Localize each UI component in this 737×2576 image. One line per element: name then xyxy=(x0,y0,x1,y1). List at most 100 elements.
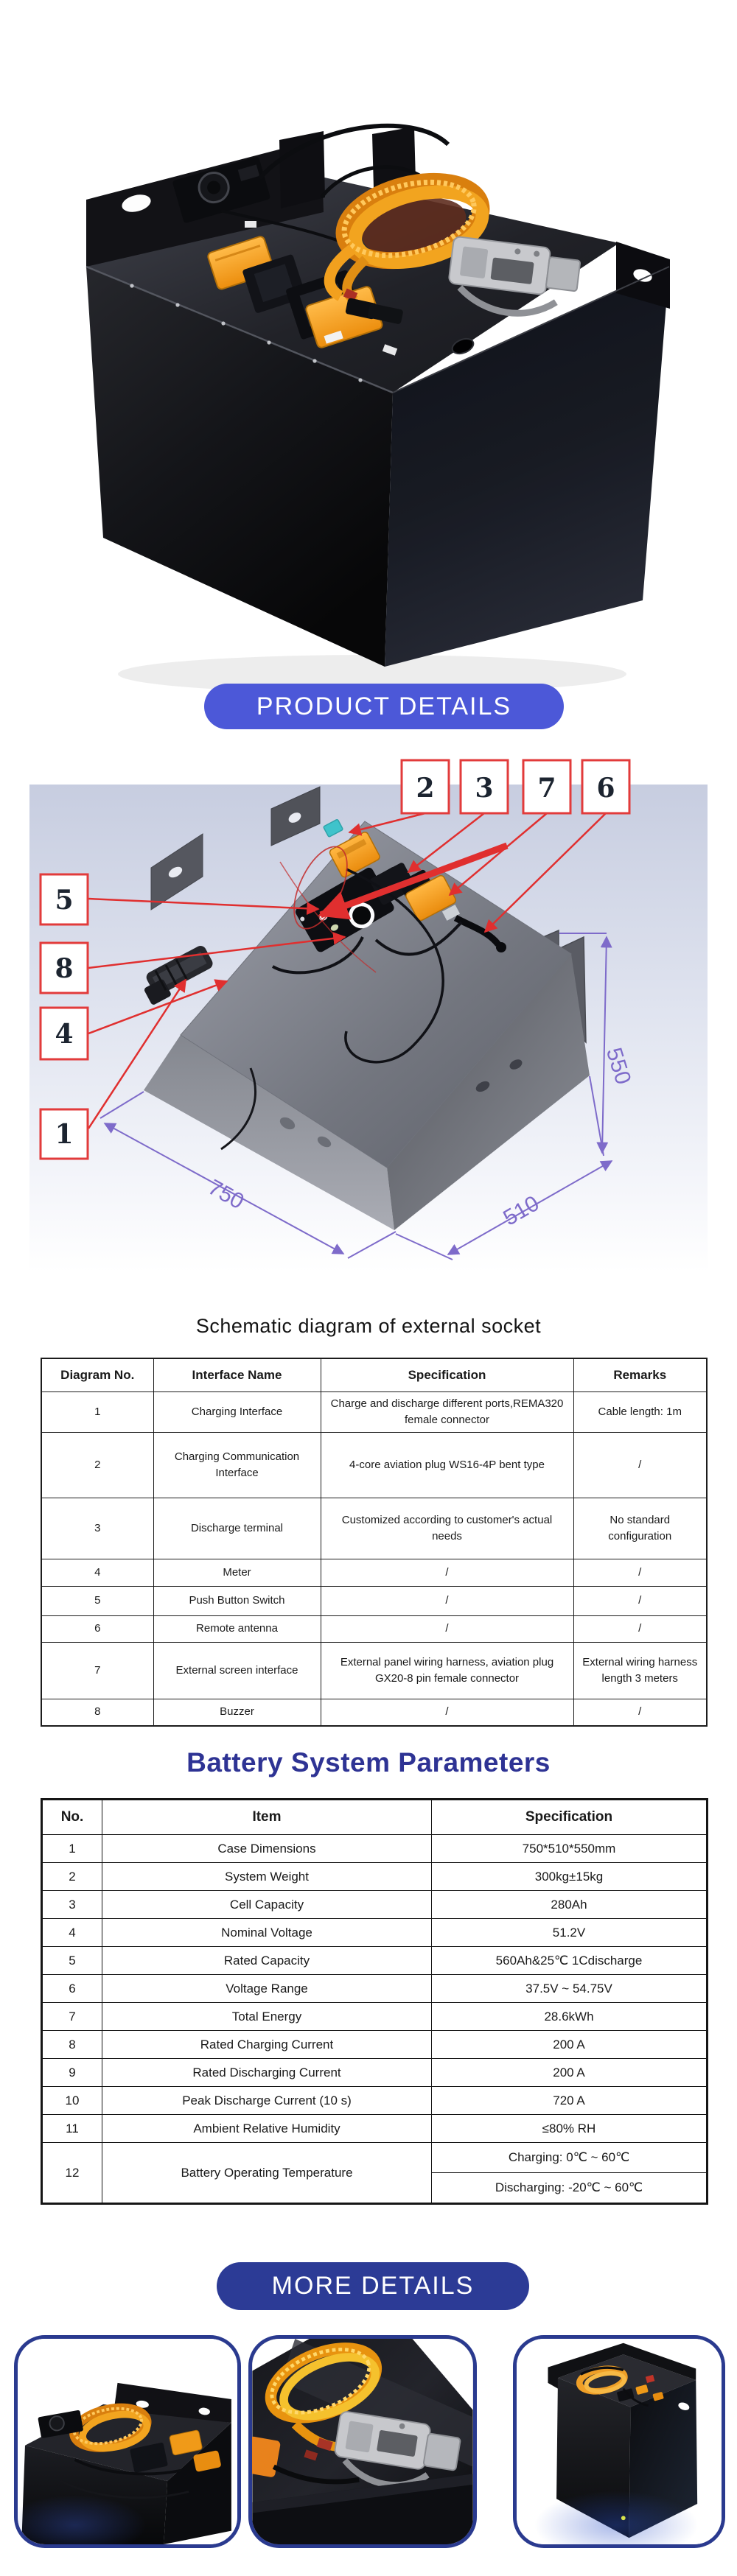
table-cell: / xyxy=(573,1558,708,1587)
table-cell: External panel wiring harness, aviation … xyxy=(320,1641,574,1699)
gallery-photo-3 xyxy=(517,2339,722,2544)
table-cell: Charging: 0℃ ~ 60℃ Discharging: -20℃ ~ 60… xyxy=(431,2142,708,2204)
table-cell: 4-core aviation plug WS16-4P bent type xyxy=(320,1431,574,1498)
table-cell: Rated Capacity xyxy=(102,1946,432,1975)
table-cell: Ambient Relative Humidity xyxy=(102,2114,432,2143)
rivets xyxy=(130,284,363,382)
table-cell: 2 xyxy=(41,1431,154,1498)
meter-box xyxy=(172,157,270,223)
table-cell: 2 xyxy=(41,1862,102,1891)
gray-connector xyxy=(448,236,581,317)
table-cell: 7 xyxy=(41,2002,102,2031)
table-cell: Rated Charging Current xyxy=(102,2030,432,2059)
table-cell: Cable length: 1m xyxy=(573,1391,708,1433)
callout-4: 4 xyxy=(55,1019,73,1050)
hero-product-photo xyxy=(0,0,737,700)
table-cell: ≤80% RH xyxy=(431,2114,708,2143)
more-details-banner[interactable]: MORE DETAILS xyxy=(217,2262,529,2310)
table-cell: 9 xyxy=(41,2058,102,2087)
product-details-banner[interactable]: PRODUCT DETAILS xyxy=(204,684,564,729)
gallery-thumbnail-2[interactable] xyxy=(248,2335,477,2548)
parameters-title: Battery System Parameters xyxy=(186,1747,551,1777)
orange-cable-coil xyxy=(335,172,490,270)
gallery-photo-2 xyxy=(252,2339,473,2544)
table-cell: / xyxy=(320,1698,574,1727)
table-cell: 37.5V ~ 54.75V xyxy=(431,1974,708,2003)
table-cell: 8 xyxy=(41,1698,154,1727)
table-cell: 5 xyxy=(41,1946,102,1975)
table-subcell: Discharging: -20℃ ~ 60℃ xyxy=(432,2172,706,2203)
table-cell: 200 A xyxy=(431,2030,708,2059)
table-cell: / xyxy=(573,1698,708,1727)
table-cell: / xyxy=(320,1558,574,1587)
remote-antenna xyxy=(453,915,501,947)
table-cell: / xyxy=(573,1615,708,1643)
orange-plug-1 xyxy=(329,832,380,878)
table-cell: / xyxy=(320,1585,574,1616)
table-cell: 3 xyxy=(41,1497,154,1559)
column-header: Specification xyxy=(320,1358,574,1392)
table-cell: Charge and discharge different ports,REM… xyxy=(320,1391,574,1433)
callout-boxes: 2 3 7 6 5 8 4 1 xyxy=(39,759,631,1160)
gallery-thumbnail-3[interactable] xyxy=(513,2335,725,2548)
table-subcell: Charging: 0℃ ~ 60℃ xyxy=(508,2150,630,2164)
battery-pack-photo-art xyxy=(85,123,670,693)
table-cell: 12 xyxy=(41,2142,102,2204)
product-details-label: PRODUCT DETAILS xyxy=(256,692,512,720)
table-cell: Case Dimensions xyxy=(102,1834,432,1863)
column-header: Interface Name xyxy=(153,1358,321,1392)
table-cell: 1 xyxy=(41,1391,154,1433)
table-cell: 4 xyxy=(41,1918,102,1947)
table-cell: Charging Communication Interface xyxy=(153,1431,321,1498)
column-header: Item xyxy=(102,1799,432,1835)
table-cell: External wiring harness length 3 meters xyxy=(573,1641,708,1699)
table-cell: 560Ah&25℃ 1Cdischarge xyxy=(431,1946,708,1975)
callout-8: 8 xyxy=(55,953,73,984)
table-cell: Rated Discharging Current xyxy=(102,2058,432,2087)
table-cell: 300kg±15kg xyxy=(431,1862,708,1891)
table-cell: 28.6kWh xyxy=(431,2002,708,2031)
column-header: Specification xyxy=(431,1799,708,1835)
gallery-thumbnail-1[interactable] xyxy=(14,2335,241,2548)
gray-connector-closeup xyxy=(334,2411,461,2488)
schematic-caption: Schematic diagram of external socket xyxy=(195,1315,542,1337)
table-cell: 51.2V xyxy=(431,1918,708,1947)
table-cell: Discharge terminal xyxy=(153,1497,321,1559)
table-cell: Cell Capacity xyxy=(102,1890,432,1919)
table-cell: 3 xyxy=(41,1890,102,1919)
table-cell: Customized according to customer's actua… xyxy=(320,1497,574,1559)
table-cell: Total Energy xyxy=(102,2002,432,2031)
table-cell: 10 xyxy=(41,2086,102,2115)
table-cell: System Weight xyxy=(102,1862,432,1891)
table-cell: Push Button Switch xyxy=(153,1585,321,1616)
table-cell: Voltage Range xyxy=(102,1974,432,2003)
callout-1: 1 xyxy=(55,1119,73,1150)
column-header: Remarks xyxy=(573,1358,708,1392)
table-cell: Charging Interface xyxy=(153,1391,321,1433)
table-cell: 7 xyxy=(41,1641,154,1699)
table-cell: Meter xyxy=(153,1558,321,1587)
table-cell: Remote antenna xyxy=(153,1615,321,1643)
table-cell: Battery Operating Temperature xyxy=(102,2142,432,2204)
table-cell: 8 xyxy=(41,2030,102,2059)
callout-5: 5 xyxy=(55,885,73,916)
callout-7: 7 xyxy=(537,773,556,804)
